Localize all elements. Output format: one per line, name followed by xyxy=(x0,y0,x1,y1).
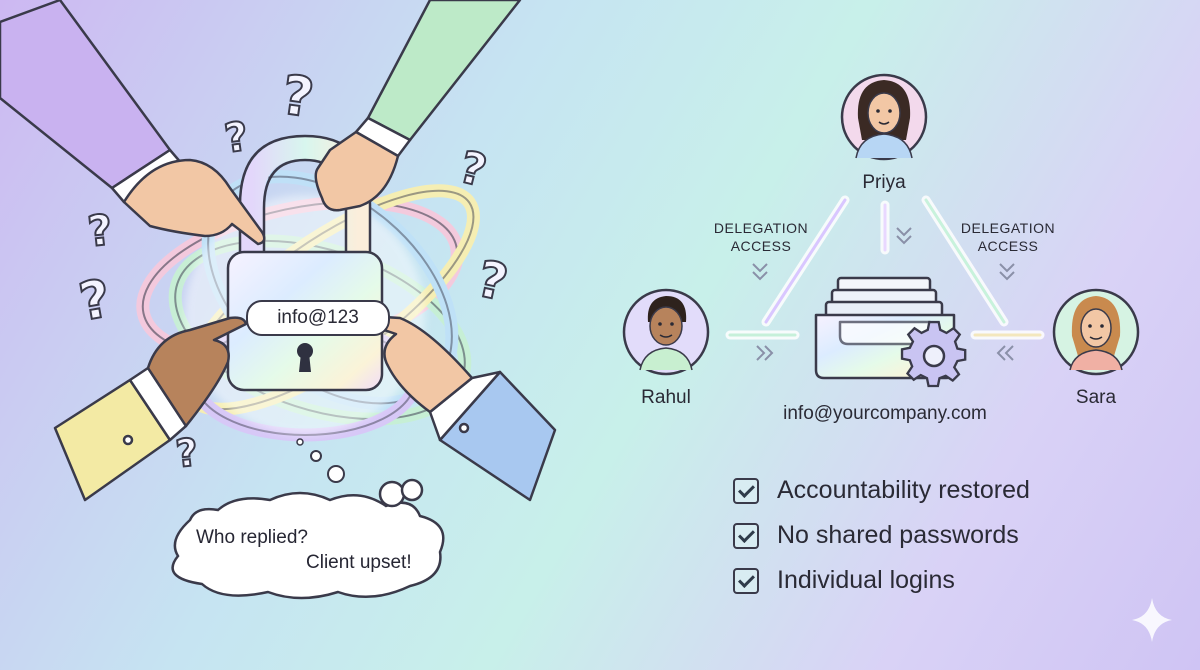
benefit-label: Individual logins xyxy=(777,566,955,594)
benefit-item: Individual logins xyxy=(733,558,1030,603)
benefit-item: No shared passwords xyxy=(733,513,1030,558)
hand-bottom-left xyxy=(53,316,248,502)
delegation-access-label-right: DELEGATION ACCESS xyxy=(960,220,1056,254)
shared-mailbox-email: info@yourcompany.com xyxy=(783,403,987,424)
delegation-beams xyxy=(725,195,1045,340)
question-mark-icon: ? xyxy=(84,204,115,257)
person-name-priya: Priya xyxy=(862,172,906,193)
benefit-label: No shared passwords xyxy=(777,521,1019,549)
person-name-sara: Sara xyxy=(1075,387,1117,408)
speech-line-who-replied: Who replied? xyxy=(196,527,308,548)
hand-bottom-right xyxy=(362,314,557,502)
sparkle-icon xyxy=(1132,598,1172,642)
gear-icon xyxy=(900,320,967,388)
hand-top-left xyxy=(0,0,266,246)
flow-chevrons xyxy=(752,227,1015,361)
benefits-checklist: Accountability restored No shared passwo… xyxy=(733,468,1030,603)
avatar-rahul xyxy=(622,288,710,376)
delegation-access-label-left: DELEGATION ACCESS xyxy=(713,220,809,254)
person-name-rahul: Rahul xyxy=(641,387,691,408)
shared-password-label: info@123 xyxy=(246,300,390,336)
checkbox-icon xyxy=(733,477,759,504)
speech-line-client-upset: Client upset! xyxy=(306,552,412,573)
avatar-sara xyxy=(1052,288,1140,376)
hand-top-right xyxy=(314,0,522,212)
benefit-label: Accountability restored xyxy=(777,476,1030,504)
keyhole-icon xyxy=(297,343,313,372)
question-mark-icon: ? xyxy=(173,429,202,477)
speech-cloud xyxy=(171,438,445,600)
benefit-item: Accountability restored xyxy=(733,468,1030,513)
checkbox-icon xyxy=(733,567,759,594)
checkbox-icon xyxy=(733,522,759,549)
avatar-priya xyxy=(840,73,928,161)
